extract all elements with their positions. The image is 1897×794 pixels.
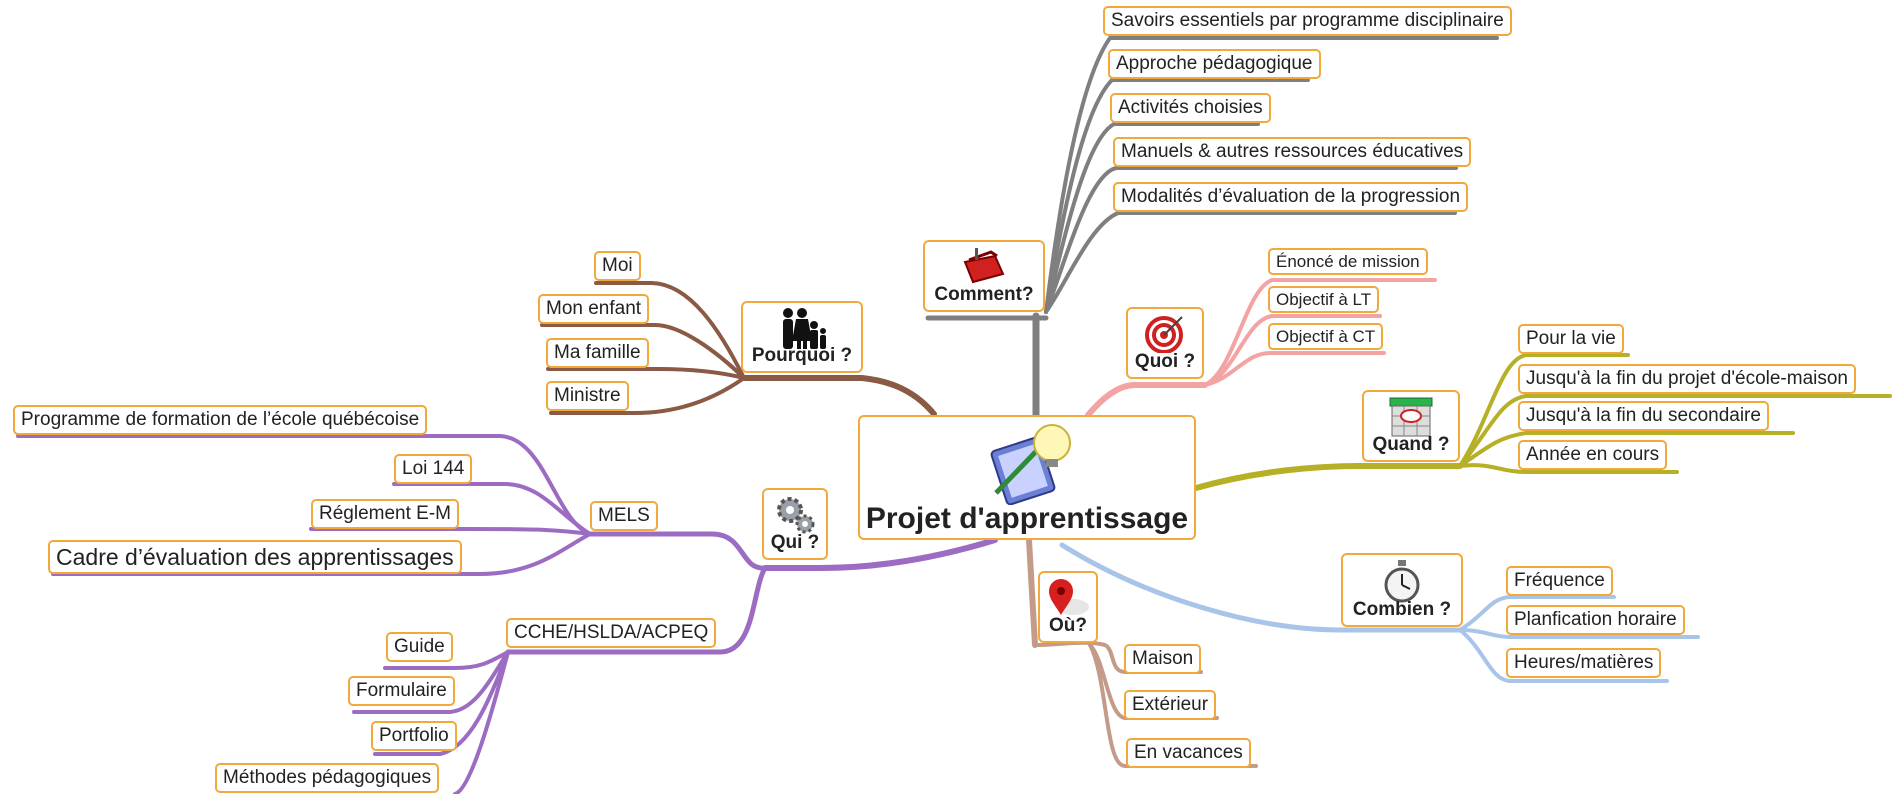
cche-item[interactable]: Formulaire <box>348 676 455 706</box>
combien-branch-lines <box>1059 542 1700 683</box>
comment-item[interactable]: Manuels & autres ressources éducatives <box>1113 137 1472 167</box>
ou-item[interactable]: Extérieur <box>1124 690 1217 720</box>
topic-ou-label: Où? <box>1049 615 1087 636</box>
comment-branch-lines <box>925 36 1499 419</box>
qui-sub-topic-mels[interactable]: MELS <box>590 501 658 531</box>
quoi-branch-lines <box>1085 278 1437 418</box>
qui-sub-topic-cche[interactable]: CCHE/HSLDA/ACPEQ <box>506 618 717 648</box>
quand-item[interactable]: Pour la vie <box>1518 324 1624 354</box>
topic-combien-label: Combien ? <box>1352 599 1452 620</box>
cche-item[interactable]: Portfolio <box>371 721 457 751</box>
comment-item[interactable]: Approche pédagogique <box>1108 49 1321 79</box>
quoi-item[interactable]: Objectif à LT <box>1268 286 1380 313</box>
pourquoi-item[interactable]: Moi <box>594 251 641 281</box>
topic-quand[interactable]: Quand ? <box>1362 390 1460 462</box>
target-icon <box>1145 316 1183 353</box>
comment-item[interactable]: Modalités d’évaluation de la progression <box>1113 182 1469 212</box>
quand-branch-lines <box>1193 353 1892 491</box>
map-pin-icon <box>1049 579 1089 615</box>
family-icon <box>783 308 826 349</box>
mels-item[interactable]: Loi 144 <box>394 454 473 484</box>
pourquoi-item[interactable]: Ma famille <box>546 338 649 368</box>
central-topic-label: Projet d'apprentissage <box>865 502 1189 535</box>
combien-item[interactable]: Fréquence <box>1506 566 1613 596</box>
topic-quoi-label: Quoi ? <box>1134 351 1196 372</box>
combien-item[interactable]: Heures/matières <box>1506 648 1662 678</box>
ou-item[interactable]: Maison <box>1124 644 1202 674</box>
pourquoi-item[interactable]: Ministre <box>546 381 629 411</box>
quoi-item[interactable]: Énoncé de mission <box>1268 248 1428 275</box>
topic-ou[interactable]: Où? <box>1038 571 1098 643</box>
qui-branch-lines <box>16 434 998 794</box>
topic-combien[interactable]: Combien ? <box>1341 553 1463 627</box>
cche-item[interactable]: Méthodes pédagogiques <box>215 763 440 793</box>
comment-item[interactable]: Activités choisies <box>1110 93 1271 123</box>
notebook-bulb-icon <box>990 424 1071 505</box>
central-topic[interactable]: Projet d'apprentissage <box>858 415 1196 540</box>
topic-comment[interactable]: Comment? <box>923 240 1045 312</box>
topic-comment-label: Comment? <box>934 284 1034 305</box>
mels-item[interactable]: Programme de formation de l’école québéc… <box>13 405 428 435</box>
quand-item[interactable]: Jusqu'à la fin du secondaire <box>1518 401 1769 431</box>
pourquoi-item[interactable]: Mon enfant <box>538 294 650 324</box>
calendar-icon <box>1389 397 1433 437</box>
topic-pourquoi-label: Pourquoi ? <box>751 345 853 366</box>
mels-item[interactable]: Cadre d’évaluation des apprentissages <box>48 540 462 574</box>
quand-item[interactable]: Année en cours <box>1518 440 1668 470</box>
topic-qui-label: Qui ? <box>770 532 820 553</box>
topic-quand-label: Quand ? <box>1372 434 1450 455</box>
ou-item[interactable]: En vacances <box>1126 738 1251 768</box>
combien-item[interactable]: Planfication horaire <box>1506 605 1685 635</box>
mels-item[interactable]: Réglement E-M <box>311 499 459 529</box>
quand-item[interactable]: Jusqu'à la fin du projet d'école-maison <box>1518 364 1856 394</box>
topic-pourquoi[interactable]: Pourquoi ? <box>741 301 863 373</box>
toolbox-icon <box>963 248 1005 284</box>
pourquoi-branch-lines <box>540 281 937 417</box>
comment-item[interactable]: Savoirs essentiels par programme discipl… <box>1103 6 1512 36</box>
gears-icon <box>777 497 815 534</box>
topic-quoi[interactable]: Quoi ? <box>1126 307 1204 379</box>
topic-qui[interactable]: Qui ? <box>762 488 828 560</box>
quoi-item[interactable]: Objectif à CT <box>1268 323 1384 350</box>
cche-item[interactable]: Guide <box>386 632 453 662</box>
stopwatch-icon <box>1384 560 1420 603</box>
